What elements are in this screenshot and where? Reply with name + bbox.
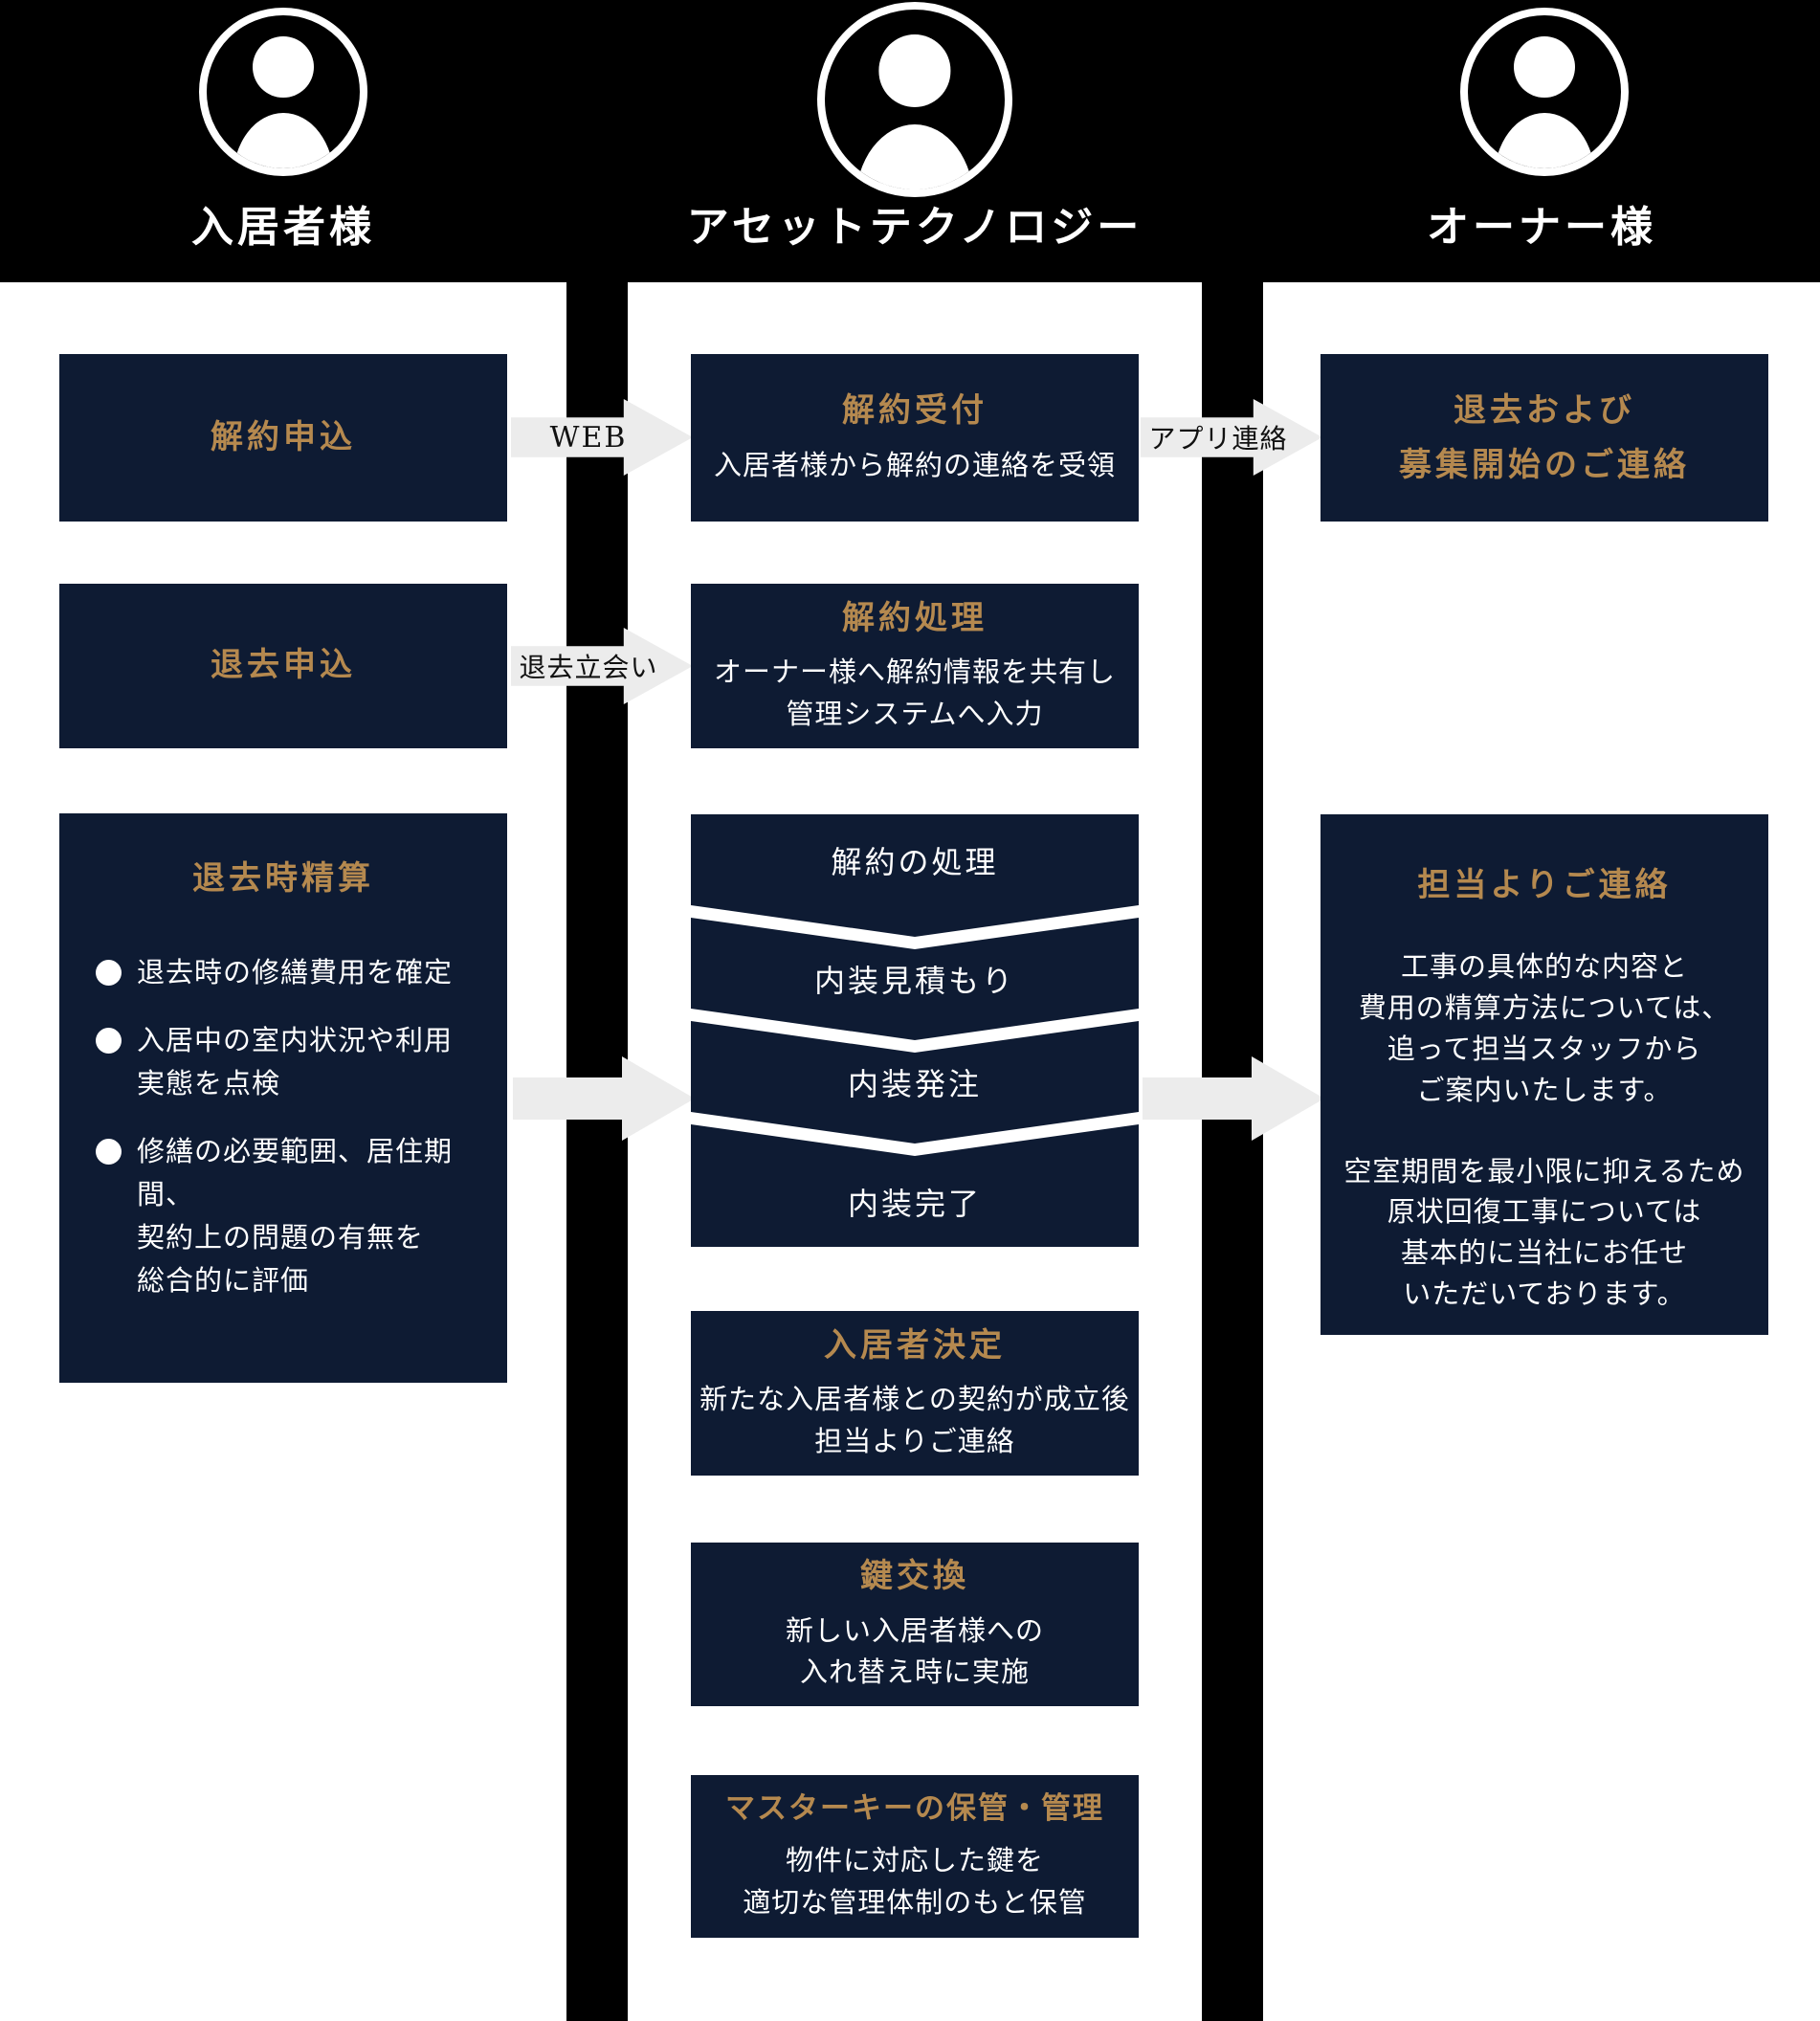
box-body: オーナー様へ解約情報を共有し 管理システムへ入力 [714, 652, 1116, 735]
bullet-line: 総合的に評価 [137, 1263, 310, 1297]
person-head-icon [253, 36, 314, 99]
bullet-line: 入居中の室内状況や利用 [137, 1023, 454, 1056]
person-head-icon [878, 34, 951, 107]
tenant-avatar-icon [199, 8, 367, 176]
title-line: 退去および [1454, 391, 1635, 431]
column-header-tenant: 入居者様 [191, 203, 375, 252]
body-line: 物件に対応した鍵を [785, 1844, 1044, 1877]
column-header-company: アセットテクノロジー [686, 203, 1143, 252]
box-cancel-application: 解約申込 [59, 354, 507, 522]
para-line: 空室期間を最小限に抑えるため [1343, 1154, 1745, 1188]
step-label: 内装完了 [847, 1185, 982, 1222]
settlement-bullet: 修繕の必要範囲、居住期間、 契約上の問題の有無を 総合的に評価 [84, 1130, 482, 1302]
step-label: 解約の処理 [831, 843, 999, 880]
para-line: 基本的に当社にお任せ [1400, 1236, 1688, 1270]
box-body: 物件に対応した鍵を 適切な管理体制のもと保管 [743, 1840, 1086, 1923]
bullet-line: 契約上の問題の有無を [137, 1220, 425, 1254]
bullet-dot-icon [96, 1027, 122, 1054]
box-tenant-decided: 入居者決定 新たな入居者様との契約が成立後 担当よりご連絡 [691, 1311, 1139, 1476]
box-title: 退去および 募集開始のご連絡 [1399, 384, 1690, 491]
box-body: 入居者様から解約の連絡を受領 [714, 445, 1116, 487]
bullet-dot-icon [96, 1138, 122, 1165]
title-line: 募集開始のご連絡 [1399, 445, 1690, 484]
staff-contact-paragraph: 空室期間を最小限に抑えるため 原状回復工事については 基本的に当社にお任せ いた… [1343, 1151, 1744, 1316]
bullet-line: 修繕の必要範囲、居住期間、 [137, 1134, 454, 1210]
para-line: 工事の具体的な内容と [1400, 949, 1688, 983]
body-line: オーナー様へ解約情報を共有し [713, 655, 1116, 689]
bullet-text: 退去時の修繕費用を確定 [137, 951, 453, 994]
box-title: 解約処理 [842, 598, 988, 637]
bullet-text: 入居中の室内状況や利用 実態を点検 [137, 1019, 453, 1105]
settlement-bullet: 入居中の室内状況や利用 実態を点検 [84, 1019, 482, 1105]
box-moveout-and-recruit-notice: 退去および 募集開始のご連絡 [1321, 354, 1768, 522]
interior-step-stack: 解約の処理 内装見積もり 内装発注 内装完了 [691, 814, 1139, 1247]
box-body: 新しい入居者様への 入れ替え時に実施 [786, 1610, 1044, 1694]
body-line: 担当よりご連絡 [814, 1424, 1015, 1457]
box-title: 担当よりご連絡 [1417, 866, 1672, 904]
box-title: マスターキーの保管・管理 [725, 1790, 1104, 1826]
para-line: いただいております。 [1403, 1277, 1686, 1311]
body-line: 入居者様から解約の連絡を受領 [713, 448, 1116, 481]
para-line: 費用の精算方法については、 [1358, 990, 1731, 1024]
body-line: 管理システムへ入力 [786, 697, 1044, 730]
step-label: 内装見積もり [813, 963, 1015, 999]
chevron-step: 解約の処理 [691, 814, 1139, 937]
column-header-owner: オーナー様 [1427, 203, 1656, 252]
bullet-dot-icon [96, 959, 122, 986]
box-moveout-settlement: 退去時精算 退去時の修繕費用を確定 入居中の室内状況や利用 実態を点検 修繕の必… [59, 813, 507, 1383]
box-title: 入居者決定 [824, 1325, 1006, 1365]
box-title: 解約受付 [842, 390, 988, 430]
body-line: 入れ替え時に実施 [799, 1655, 1030, 1689]
person-body-icon [1494, 113, 1595, 168]
box-cancel-reception: 解約受付 入居者様から解約の連絡を受領 [691, 354, 1139, 522]
box-body: 新たな入居者様との契約が成立後 担当よりご連絡 [699, 1379, 1130, 1462]
para-line: ご案内いたします。 [1416, 1073, 1673, 1106]
arrow-label: WEB [549, 420, 628, 455]
body-line: 新しい入居者様への [785, 1613, 1044, 1647]
body-line: 適切な管理体制のもと保管 [743, 1885, 1087, 1919]
person-body-icon [855, 124, 975, 189]
bullet-text: 修繕の必要範囲、居住期間、 契約上の問題の有無を 総合的に評価 [137, 1130, 482, 1302]
box-staff-contact: 担当よりご連絡 工事の具体的な内容と 費用の精算方法については、 追って担当スタ… [1321, 814, 1768, 1335]
bullet-line: 退去時の修繕費用を確定 [137, 955, 454, 988]
box-moveout-application: 退去申込 [59, 584, 507, 748]
box-title: 鍵交換 [860, 1557, 969, 1596]
arrow-label: 退去立会い [519, 652, 658, 683]
person-head-icon [1514, 36, 1575, 99]
box-cancel-processing: 解約処理 オーナー様へ解約情報を共有し 管理システムへ入力 [691, 584, 1139, 748]
box-key-exchange: 鍵交換 新しい入居者様への 入れ替え時に実施 [691, 1543, 1139, 1706]
box-title: 退去申込 [211, 646, 356, 685]
settlement-bullet: 退去時の修繕費用を確定 [84, 951, 482, 994]
box-title: 解約申込 [211, 417, 356, 456]
owner-avatar-icon [1460, 8, 1629, 176]
para-line: 追って担当スタッフから [1387, 1032, 1702, 1065]
staff-contact-paragraph: 工事の具体的な内容と 費用の精算方法については、 追って担当スタッフから ご案内… [1359, 946, 1731, 1111]
box-masterkey-management: マスターキーの保管・管理 物件に対応した鍵を 適切な管理体制のもと保管 [691, 1775, 1139, 1938]
person-body-icon [233, 113, 334, 168]
bullet-line: 実態を点検 [137, 1066, 281, 1099]
arrow-label: アプリ連絡 [1148, 423, 1288, 455]
body-line: 新たな入居者様との契約が成立後 [699, 1383, 1130, 1416]
box-title: 退去時精算 [192, 859, 374, 898]
step-label: 内装発注 [847, 1066, 982, 1102]
para-line: 原状回復工事については [1387, 1195, 1702, 1229]
company-avatar-icon [817, 2, 1012, 197]
